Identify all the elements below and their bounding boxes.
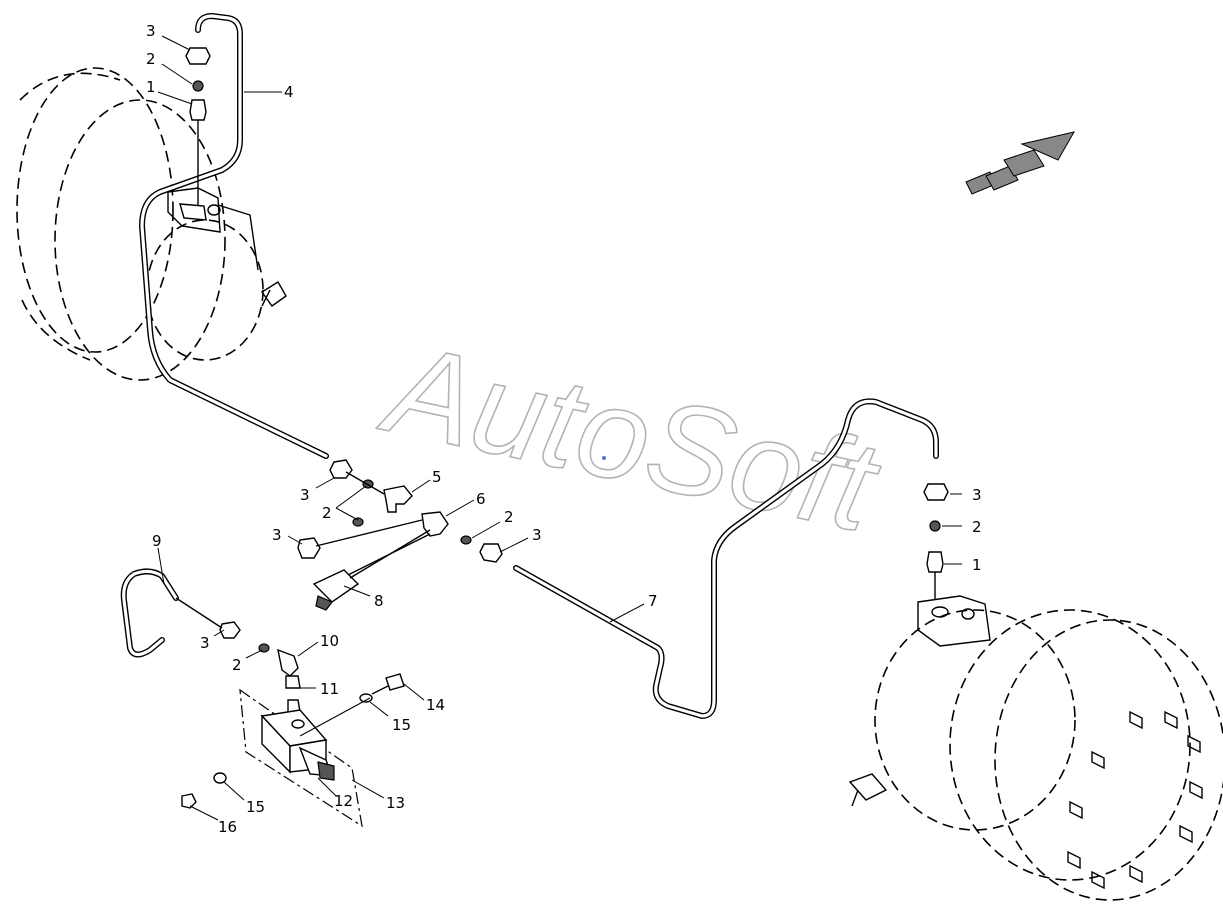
callout-label: 2 xyxy=(322,504,332,522)
center-fittings xyxy=(297,459,503,579)
callout-label: 16 xyxy=(218,818,237,836)
pipe-4 xyxy=(139,13,329,459)
callout-label: 4 xyxy=(284,83,294,101)
callout-label: 1 xyxy=(146,78,156,96)
callout-label: 2 xyxy=(504,508,514,526)
callout-label: 2 xyxy=(232,656,242,674)
callout-label: 15 xyxy=(246,798,265,816)
callout-label: 3 xyxy=(272,526,282,544)
callout-label: 8 xyxy=(374,592,384,610)
left-wheel-motor xyxy=(16,67,287,381)
valve-assembly-13 xyxy=(239,688,363,828)
sensor-8 xyxy=(312,529,431,611)
callout-label: 5 xyxy=(432,468,442,486)
callout-label: 14 xyxy=(426,696,445,714)
callout-label: 2 xyxy=(146,50,156,68)
lower-fittings xyxy=(175,597,301,713)
callout-label: 3 xyxy=(146,22,156,40)
right-fittings xyxy=(923,483,949,600)
callout-label: 2 xyxy=(972,518,982,536)
callout-label: 13 xyxy=(386,794,405,812)
callout-label: 3 xyxy=(972,486,982,504)
forward-arrow-icon xyxy=(965,131,1076,195)
upper-left-fittings xyxy=(185,47,211,205)
right-wheel-motor xyxy=(848,595,1223,901)
callout-label: 7 xyxy=(648,592,658,610)
pipe-9 xyxy=(120,568,179,658)
callout-label: 6 xyxy=(476,490,486,508)
bolt-and-washers xyxy=(181,673,405,809)
callout-labels: 3 2 1 4 3 2 1 5 3 2 6 3 2 3 9 8 7 3 2 10… xyxy=(146,22,982,836)
callout-label: 3 xyxy=(532,526,542,544)
callout-label: 3 xyxy=(200,634,210,652)
callout-label: 11 xyxy=(320,680,339,698)
callout-label: 12 xyxy=(334,792,353,810)
watermark-dot xyxy=(602,456,606,460)
callout-label: 1 xyxy=(972,556,982,574)
callout-label: 15 xyxy=(392,716,411,734)
callout-label: 3 xyxy=(300,486,310,504)
pipe-7 xyxy=(513,398,939,719)
leader-lines xyxy=(157,35,962,821)
callout-label: 9 xyxy=(152,532,162,550)
callout-label: 10 xyxy=(320,632,339,650)
